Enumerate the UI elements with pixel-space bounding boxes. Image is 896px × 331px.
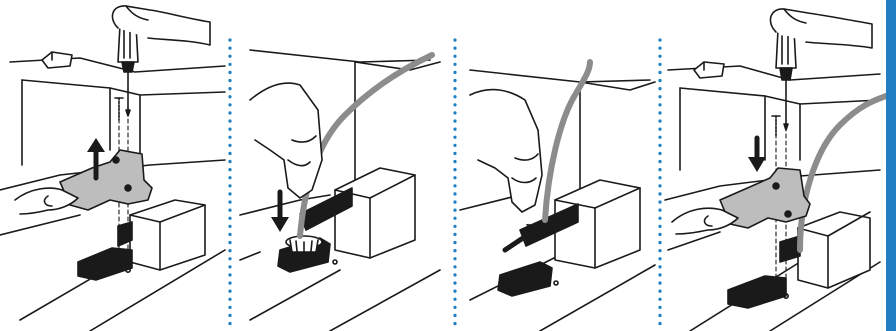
component-block: [129, 199, 206, 271]
component-block: [797, 211, 871, 289]
cable-slot: [727, 275, 787, 309]
arrow-down-icon: [271, 189, 289, 232]
hand-icon: [469, 88, 543, 213]
arrow-up-icon: [87, 138, 105, 181]
hand-icon: [14, 187, 79, 215]
panel-2: [239, 49, 441, 331]
panel-4: [664, 8, 889, 331]
edge-bar: [886, 0, 896, 331]
screwdriver-icon: [117, 24, 139, 117]
component-block: [334, 167, 416, 259]
component-block: [554, 179, 641, 269]
metal-plate-icon: [59, 149, 153, 211]
panel-1: [0, 5, 226, 331]
hand-icon: [671, 207, 739, 235]
arrow-diagonal-icon: [502, 224, 545, 253]
hand-icon: [111, 5, 211, 46]
latch-tab: [41, 51, 73, 69]
latch-tab: [693, 61, 725, 79]
cable-icon: [542, 59, 593, 223]
grommet-icon: [285, 235, 323, 253]
screwdriver-icon: [775, 29, 797, 131]
arrow-down-icon: [748, 135, 766, 172]
screw-icon: [771, 115, 781, 137]
hand-icon: [769, 8, 873, 49]
cable-slot: [77, 247, 133, 281]
screw-icon: [114, 97, 124, 121]
panel-3: [459, 59, 656, 331]
hand-icon: [249, 82, 323, 199]
